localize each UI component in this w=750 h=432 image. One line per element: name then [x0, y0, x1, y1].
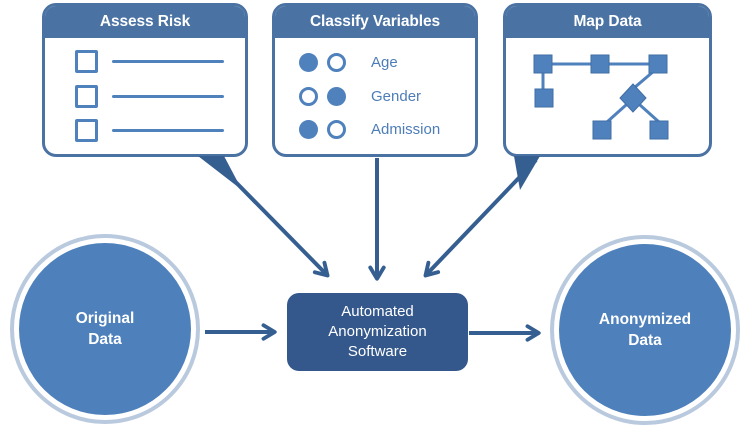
checkbox-icon — [75, 119, 98, 143]
original-data-circle: Original Data — [10, 234, 200, 424]
variable-row-gender: Gender — [275, 86, 475, 106]
anonymized-data-circle: Anonymized Data — [550, 235, 740, 425]
assess-risk-card-title: Assess Risk — [45, 6, 245, 38]
anonymized-data-label: Anonymized Data — [559, 244, 731, 416]
radio-dot-icon — [299, 120, 318, 140]
checkbox-icon — [75, 49, 98, 73]
anonymized-data-line1: Anonymized — [598, 311, 692, 328]
network-node — [533, 54, 553, 74]
checklist-row — [45, 119, 245, 143]
original-data-label: Original Data — [19, 243, 191, 415]
software-label-line3: Software — [347, 343, 408, 360]
checklist-row — [45, 49, 245, 73]
network-node — [534, 88, 554, 108]
assess-risk-card: Assess Risk — [42, 3, 248, 157]
variable-label: Admission — [371, 121, 441, 139]
map-data-card-title: Map Data — [506, 6, 709, 38]
assess-risk-bubble-tail — [198, 156, 242, 190]
radio-dot-icon — [327, 86, 346, 106]
network-node — [648, 54, 668, 74]
arrow-assess-risk-to-software — [212, 158, 330, 278]
radio-dot-icon — [327, 120, 346, 140]
network-node — [592, 120, 612, 140]
radio-dot-icon — [299, 52, 318, 72]
anonymized-data-line2: Data — [628, 332, 662, 349]
network-graph-icon — [533, 54, 669, 140]
software-label-line1: Automated — [341, 303, 414, 320]
classify-variables-list: Age Gender Admission — [275, 38, 475, 154]
list-line — [112, 59, 224, 63]
network-diagram — [506, 38, 709, 154]
classify-variables-card: Classify Variables Age Gender Admission — [272, 3, 478, 157]
map-data-card: Map Data — [503, 3, 712, 157]
classify-variables-card-title: Classify Variables — [275, 6, 475, 38]
variable-row-age: Age — [275, 52, 475, 72]
map-data-bubble-tail — [514, 156, 540, 190]
assess-risk-checklist — [45, 38, 245, 154]
list-line — [112, 129, 224, 133]
network-node — [649, 120, 669, 140]
radio-dot-icon — [327, 52, 346, 72]
variable-row-admission: Admission — [275, 120, 475, 140]
list-line — [112, 94, 224, 98]
variable-label: Age — [371, 53, 398, 71]
arrow-map-data-to-software — [423, 158, 538, 278]
original-data-line1: Original — [75, 310, 135, 327]
anonymization-software-box: Automated Anonymization Software — [287, 293, 468, 371]
radio-dot-icon — [299, 86, 318, 106]
checklist-row — [45, 84, 245, 108]
variable-label: Gender — [371, 87, 422, 105]
checkbox-icon — [75, 84, 98, 108]
network-node — [590, 54, 610, 74]
network-node-diamond — [619, 83, 647, 113]
original-data-line2: Data — [88, 331, 122, 348]
software-label-line2: Anonymization — [328, 323, 427, 340]
